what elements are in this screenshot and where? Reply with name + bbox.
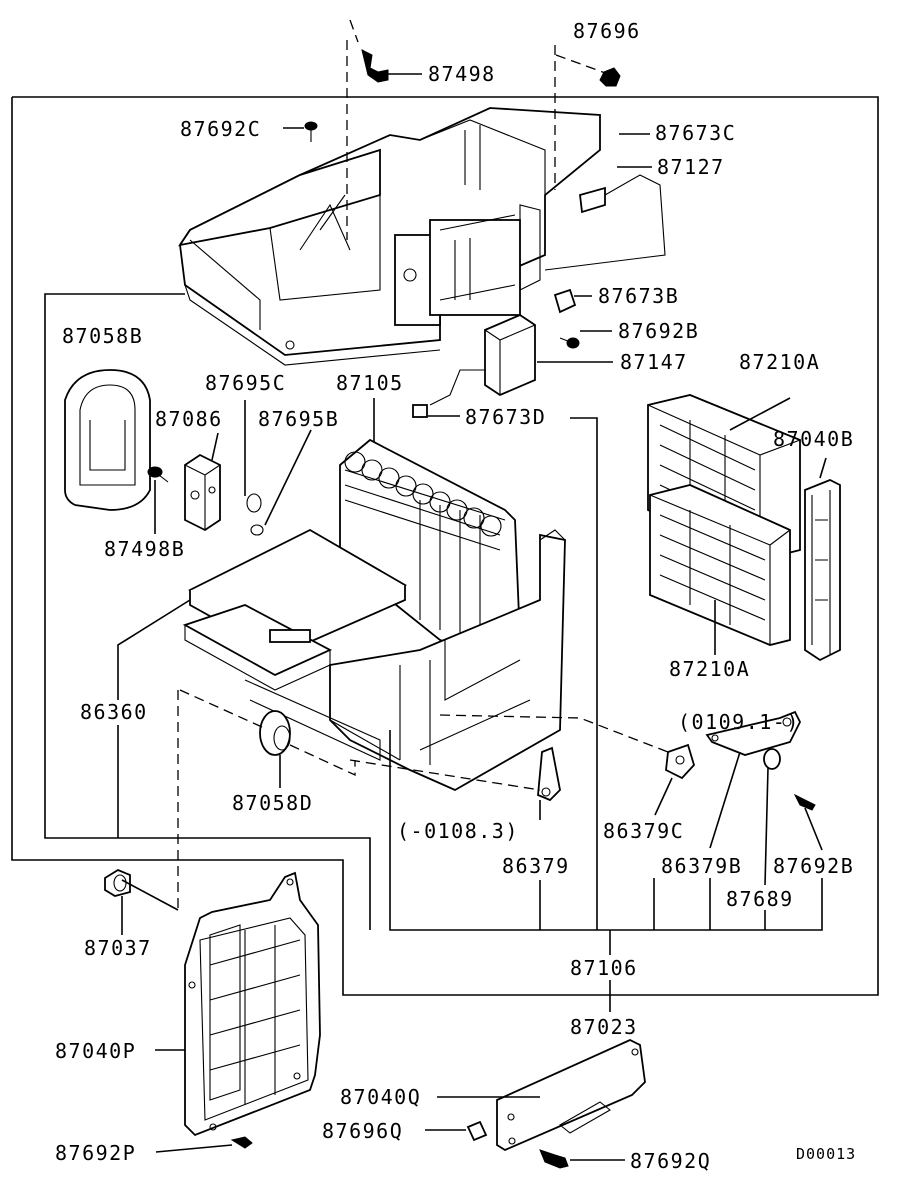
lower-evaporator-case [329, 529, 566, 792]
label-serial-to: (-0108.3) [397, 819, 519, 843]
screw-87692Q [539, 1149, 569, 1169]
label-86379C: 86379C [603, 819, 684, 843]
bolt-87498B [147, 466, 169, 483]
clip-87673D [412, 404, 428, 418]
label-87105: 87105 [336, 371, 404, 395]
drawing-code: D00013 [796, 1145, 856, 1163]
clip-87037 [104, 868, 131, 897]
label-87692P: 87692P [55, 1141, 136, 1165]
filter-87210A-lower [649, 484, 791, 646]
label-87692B-upper: 87692B [618, 319, 699, 343]
o-rings [246, 493, 264, 536]
grommet-87058D [259, 710, 291, 756]
leader-lines [117, 73, 827, 1161]
heater-core [182, 528, 407, 761]
label-87695C: 87695C [205, 371, 286, 395]
label-87696-top: 87696 [573, 19, 641, 43]
label-87673D: 87673D [465, 405, 546, 429]
label-87023: 87023 [570, 1015, 638, 1039]
expansion-valve-87086 [184, 453, 221, 532]
label-86360: 86360 [80, 700, 148, 724]
label-87147: 87147 [620, 350, 688, 374]
label-87692Q: 87692Q [630, 1149, 711, 1173]
top-bolt-87498 [361, 49, 389, 83]
assembly-frame [11, 96, 879, 996]
label-87037: 87037 [84, 936, 152, 960]
screw-87692B-lower [793, 793, 816, 811]
label-86379B: 86379B [661, 854, 742, 878]
label-87106: 87106 [570, 956, 638, 980]
lever-86379B [705, 710, 802, 756]
evaporator-core [339, 438, 521, 651]
label-87695B: 87695B [258, 407, 339, 431]
label-87040P: 87040P [55, 1039, 136, 1063]
part-labels: 87696 87498 87692C 87673C 87127 87673B 8… [55, 19, 856, 1173]
label-87696Q: 87696Q [322, 1119, 403, 1143]
inlet-duct-87058B [64, 369, 151, 511]
cam-87689 [763, 748, 781, 770]
label-87040Q: 87040Q [340, 1085, 421, 1109]
lever-86379C [665, 743, 696, 780]
screw-87692P [230, 1136, 253, 1149]
clip-87696Q [466, 1120, 488, 1142]
label-87498B: 87498B [104, 537, 185, 561]
group-bracket-86360 [44, 293, 371, 930]
dashed-alignment-lines [121, 19, 669, 911]
servo-motor-87147 [429, 313, 536, 406]
label-87210A-lower: 87210A [669, 657, 750, 681]
label-87689: 87689 [726, 887, 794, 911]
sensor-87673C [544, 174, 666, 271]
label-87086: 87086 [155, 407, 223, 431]
label-87058B: 87058B [62, 324, 143, 348]
label-87673C: 87673C [655, 121, 736, 145]
label-87673B: 87673B [598, 284, 679, 308]
screw-87692C [304, 121, 318, 142]
label-86379: 86379 [502, 854, 570, 878]
bracket-87673B [553, 288, 577, 314]
panel-87040P [184, 871, 321, 1137]
label-87692B-lower: 87692B [773, 854, 854, 878]
label-87692C: 87692C [180, 117, 261, 141]
label-87040B: 87040B [773, 427, 854, 451]
screw-87692B-upper [559, 337, 580, 349]
label-serial-from: (0109.1-) [678, 710, 800, 734]
nut-87696 [599, 67, 621, 87]
label-87127: 87127 [657, 155, 725, 179]
label-87058D: 87058D [232, 791, 313, 815]
upper-heater-housing [178, 107, 601, 366]
bracket-87040Q [496, 1039, 646, 1152]
label-87498-top: 87498 [428, 62, 496, 86]
label-87210A-upper: 87210A [739, 350, 820, 374]
filter-cover-87040B [804, 479, 841, 662]
link-86379 [537, 746, 561, 802]
